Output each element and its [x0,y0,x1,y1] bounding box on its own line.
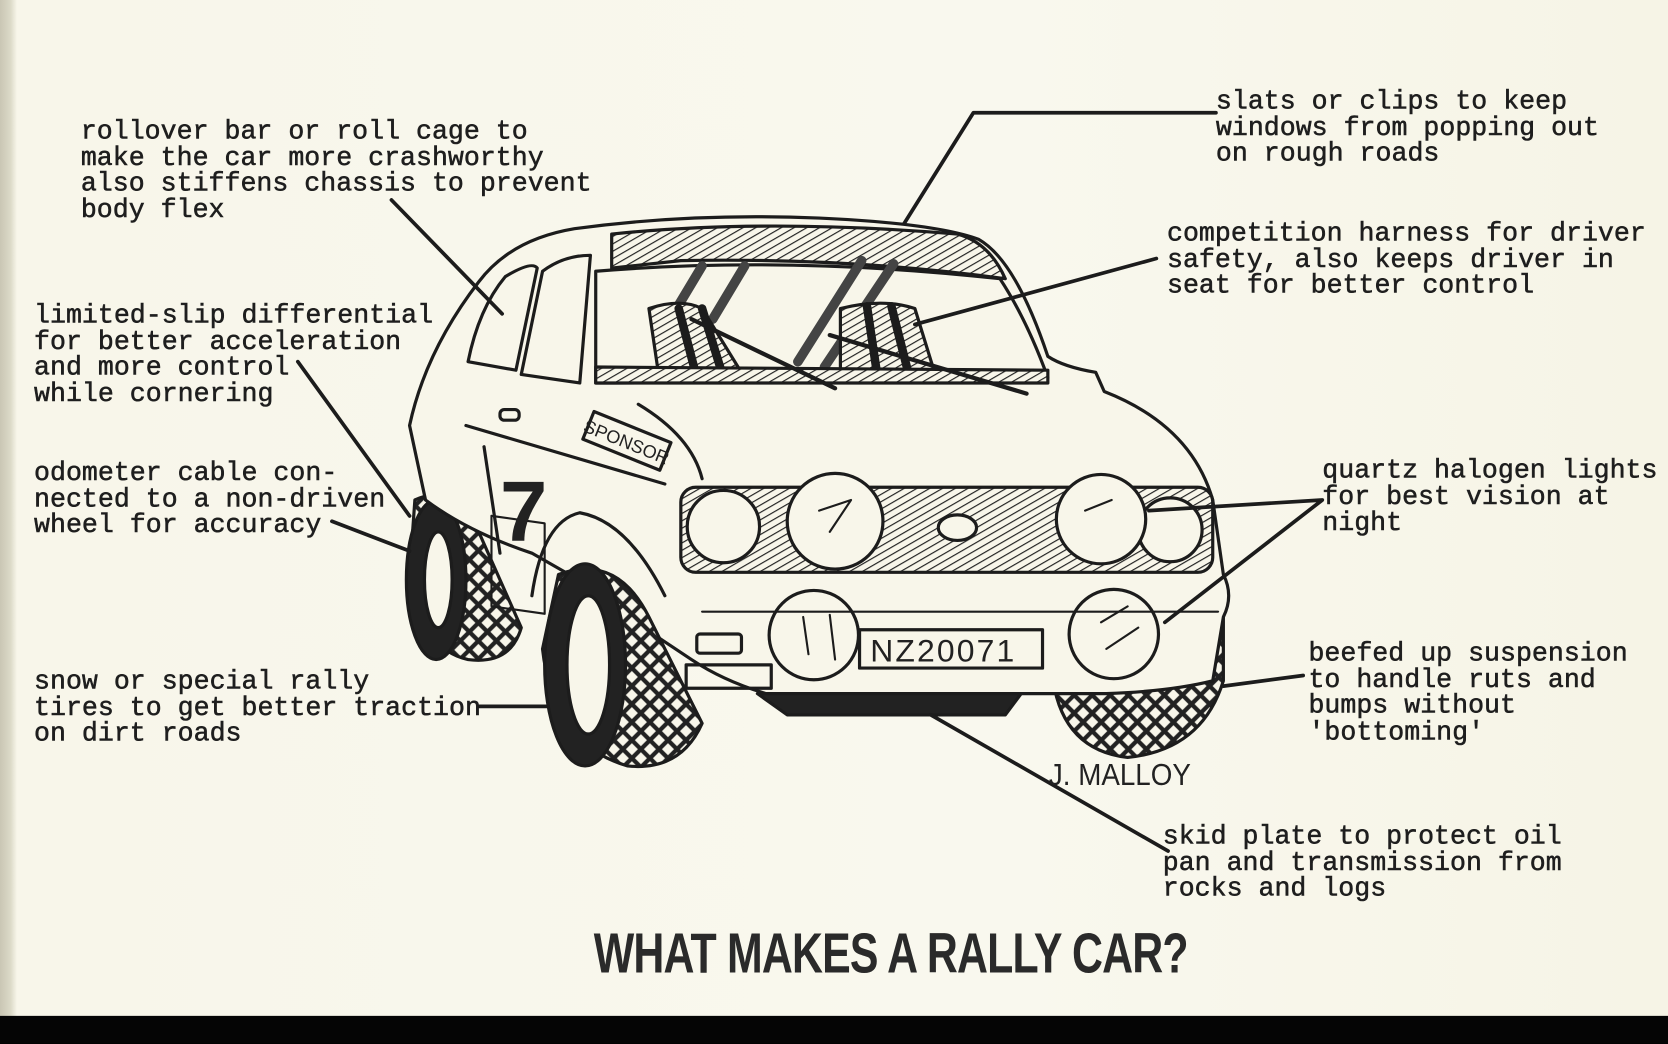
side-window-front [519,253,593,385]
side-window-rear [466,264,539,372]
artist-signature: J. MALLOY [1048,758,1191,793]
scan-border [0,1015,1668,1044]
license-plate [857,628,1045,670]
rear-tire [404,494,523,662]
leader-windows [902,110,1218,226]
leader-harness [913,256,1159,327]
window-slats [610,224,1007,281]
label-window-slats: slats or clips to keep windows from popp… [1215,86,1600,170]
leader-lights [1147,498,1325,625]
leader-lines [296,110,1325,853]
rally-car-illustration: SPONSOR 7 [296,110,1325,853]
halogen-light [767,588,861,682]
headlight [685,488,762,565]
car-body [407,215,1231,696]
page-title-text: WHAT MAKES A RALLY CAR? [593,922,1189,986]
label-suspension: beefed up suspension to handle ruts and … [1308,638,1628,748]
race-number: 7 [490,464,547,615]
page-title: WHAT MAKES A RALLY CAR? [500,921,1189,986]
leader-suspension [1221,673,1306,689]
roll-cage [665,255,899,372]
dash-hatch [594,365,1050,385]
indicator-light [695,632,744,655]
body-lines [464,402,704,555]
label-limited-slip-differential: limited-slip differential for better acc… [34,299,434,410]
license-plate-text: NZ20071 [870,633,1016,669]
label-rally-tires: snow or special rally tires to get bette… [34,665,481,749]
bumper-lamp [684,663,773,690]
label-skid-plate: skid plate to protect oil pan and transm… [1162,821,1562,905]
skid-plate [755,692,1023,717]
label-odometer-cable: odometer cable con- nected to a non-driv… [34,457,386,541]
door-handle [498,407,521,422]
front-left-tire [540,562,704,769]
label-rollover-bar: rollover bar or roll cage to make the ca… [80,115,592,225]
race-number-text: 7 [500,464,547,559]
leader-rollover [389,198,504,316]
halogen-light [1067,587,1161,681]
leader-differential [296,359,412,518]
wipers [689,317,1029,396]
badge [936,513,979,543]
label-competition-harness: competition harness for driver safety, a… [1166,218,1646,302]
front-wheel-arch [530,511,667,598]
halogen-light [785,471,885,571]
leader-odometer [330,519,412,553]
label-halogen-lights: quartz halogen lights for best vision at… [1322,455,1658,539]
halogen-light [1054,472,1148,566]
leader-skid-plate [928,713,1170,853]
